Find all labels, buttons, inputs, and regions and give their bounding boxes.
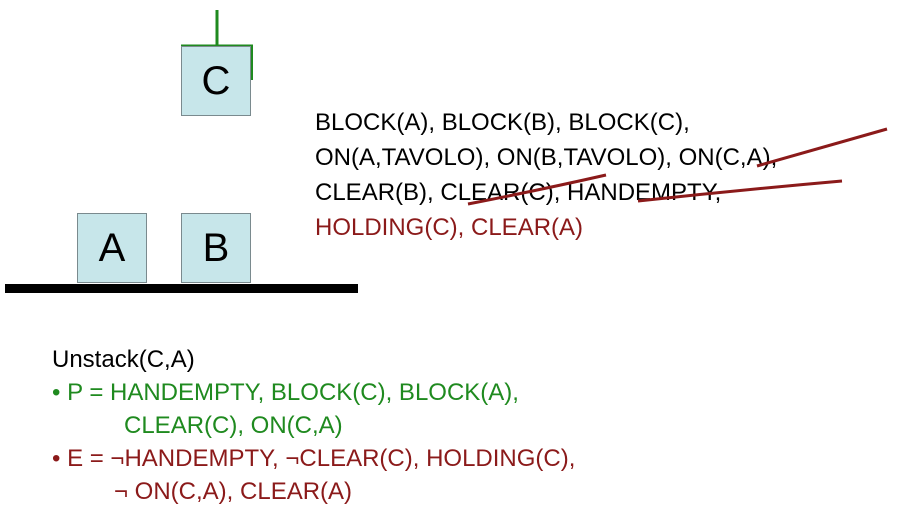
- block-c: C: [181, 46, 251, 116]
- block-c-label: C: [201, 58, 231, 103]
- state-line-3: CLEAR(B), CLEAR(C), HANDEMPTY,: [315, 179, 722, 206]
- effects-line-2: ¬ ON(C,A), CLEAR(A): [114, 478, 353, 505]
- state-line-2: ON(A,TAVOLO), ON(B,TAVOLO), ON(C,A),: [315, 144, 778, 171]
- table-surface: [5, 284, 358, 293]
- preconditions-line-1: • P = HANDEMPTY, BLOCK(C), BLOCK(A),: [52, 379, 519, 406]
- block-a-label: A: [98, 225, 126, 270]
- preconditions-line-2: CLEAR(C), ON(C,A): [124, 412, 343, 439]
- block-b-label: B: [202, 225, 230, 270]
- operator-definition: Unstack(C,A) • P = HANDEMPTY, BLOCK(C), …: [52, 343, 575, 508]
- operator-name: Unstack(C,A): [52, 346, 195, 373]
- block-b: B: [181, 213, 251, 283]
- block-a: A: [77, 213, 147, 283]
- state-line-1: BLOCK(A), BLOCK(B), BLOCK(C),: [315, 109, 690, 136]
- state-line-4-added: HOLDING(C), CLEAR(A): [315, 214, 584, 241]
- state-description: BLOCK(A), BLOCK(B), BLOCK(C), ON(A,TAVOL…: [315, 105, 777, 245]
- effects-line-1: • E = ¬HANDEMPTY, ¬CLEAR(C), HOLDING(C),: [52, 445, 576, 472]
